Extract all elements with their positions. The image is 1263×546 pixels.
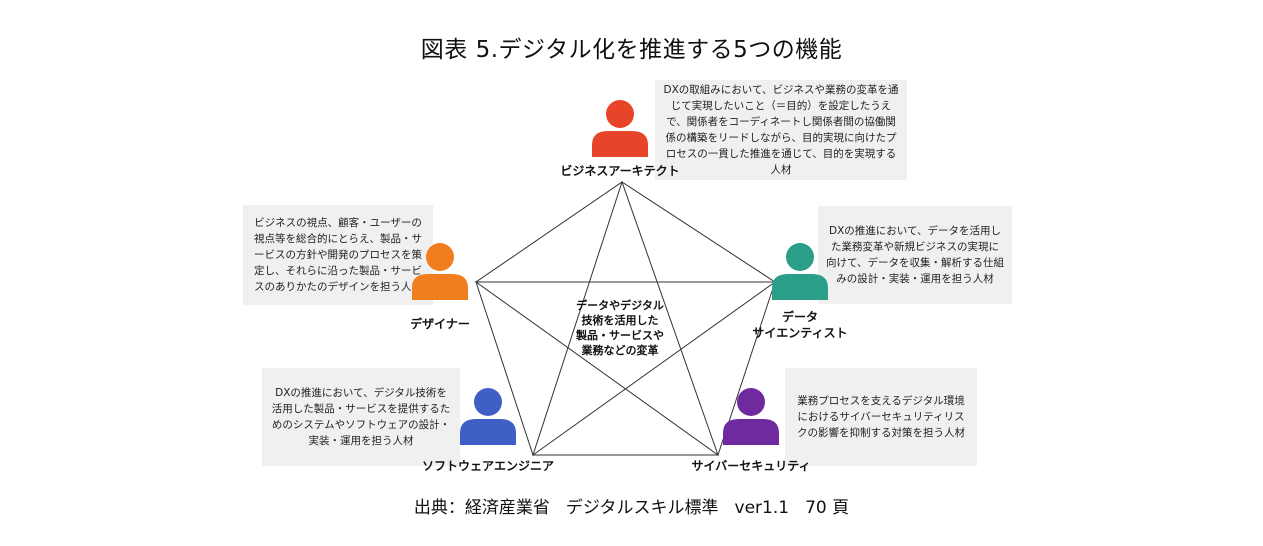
architect-role-label: ビジネスアーキテクト — [560, 164, 680, 178]
designer-role-label: デザイナー — [410, 317, 470, 331]
designer-description: ビジネスの視点、顧客・ユーザーの視点等を総合的にとらえ、製品・サービスの方針や開… — [254, 217, 422, 293]
data-scientist-role-label: データ サイエンティスト — [752, 310, 848, 340]
software-engineer-description-box: DXの推進において、デジタル技術を活用した製品・サービスを提供するためのシステム… — [262, 368, 460, 466]
architect-description: DXの取組みにおいて、ビジネスや業務の変革を通じて実現したいこと（＝目的）を設定… — [663, 84, 899, 176]
software-engineer-role-label: ソフトウェアエンジニア — [421, 459, 554, 473]
designer-description-box: ビジネスの視点、顧客・ユーザーの視点等を総合的にとらえ、製品・サービスの方針や開… — [243, 205, 433, 305]
architect-description-box: DXの取組みにおいて、ビジネスや業務の変革を通じて実現したいこと（＝目的）を設定… — [655, 80, 907, 180]
source-version: ver1.1 — [734, 498, 790, 518]
cyber-security-person-icon — [723, 388, 779, 445]
source-page: 70 頁 — [805, 498, 850, 518]
source-doc: デジタルスキル標準 — [565, 498, 719, 518]
software-engineer-description: DXの推進において、デジタル技術を活用した製品・サービスを提供するためのシステム… — [271, 387, 451, 447]
data-scientist-description: DXの推進において、データを活用した業務変革や新規ビジネスの実現に向けて、データ… — [826, 225, 1004, 285]
source-label: 出典：経済産業省 — [413, 498, 550, 518]
center-concept-text: データやデジタル 技術を活用した 製品・サービスや 業務などの変革 — [576, 299, 664, 357]
cyber-security-description-box: 業務プロセスを支えるデジタル環境におけるサイバーセキュリティリスクの影響を抑制す… — [785, 368, 977, 466]
star-lines — [474, 180, 777, 457]
designer-person-icon — [412, 243, 468, 300]
pentagon-outline — [475, 181, 776, 456]
data-scientist-person-icon — [772, 243, 828, 300]
software-engineer-person-icon — [460, 388, 516, 445]
figure-title: 図表 5.デジタル化を推進する5つの機能 — [420, 37, 843, 63]
cyber-security-role-label: サイバーセキュリティ — [691, 459, 811, 473]
data-scientist-description-box: DXの推進において、データを活用した業務変革や新規ビジネスの実現に向けて、データ… — [818, 206, 1012, 304]
cyber-security-description: 業務プロセスを支えるデジタル環境におけるサイバーセキュリティリスクの影響を抑制す… — [797, 395, 965, 439]
source-citation: 出典：経済産業省デジタルスキル標準 ver1.1 70 頁 — [0, 493, 1263, 518]
architect-person-icon — [592, 100, 648, 157]
